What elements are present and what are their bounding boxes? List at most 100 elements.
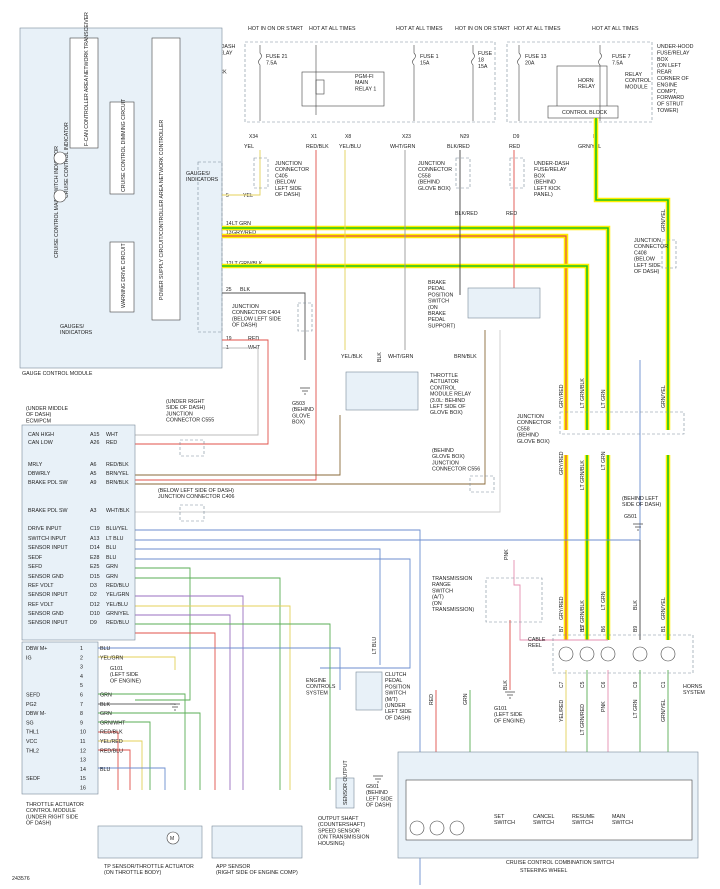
cruise-indicator-label: CRUISE CONTROL INDICATOR bbox=[64, 122, 70, 198]
vertical-wire-labels: GRY/RED LT GRN/BLK LT GRN GRN/YEL GRN/YE… bbox=[341, 209, 667, 705]
label-line: (LEFT SIDE bbox=[494, 712, 523, 718]
label-line: (ON LEFT bbox=[657, 63, 682, 69]
label-line: CLUTCH bbox=[385, 672, 407, 678]
tac-row-wire: RED/BLU bbox=[100, 748, 123, 754]
wire-label-yel-blu: YEL/BLU bbox=[339, 144, 361, 150]
label-line: GLOVE BOX) bbox=[418, 186, 451, 192]
warning-drive-circuit bbox=[109, 241, 135, 313]
combo-switch-lamps bbox=[409, 820, 465, 836]
label-line: BOX bbox=[657, 57, 669, 63]
label-line: THROTTLE bbox=[430, 373, 458, 379]
label-line: (UNDER MIDDLE bbox=[26, 406, 69, 412]
reel-pin-labels: B7 B5 B6 B9 B1 C7 C5 C6 C9 C1 YEL/RED LT… bbox=[559, 626, 667, 735]
steering-wheel-title: STEERING WHEEL bbox=[520, 868, 567, 874]
label-line: CONTROL bbox=[625, 78, 651, 84]
label-line: (BELOW LEFT SIDE bbox=[232, 316, 282, 322]
ecm-row-wire: BRN/YEL bbox=[106, 471, 129, 477]
tac-row-wire: GRN bbox=[100, 711, 112, 717]
label-line: CONNECTOR bbox=[634, 244, 668, 250]
ecm-row-label: REF VOLT bbox=[28, 602, 54, 608]
ecm-row-pin: D14 bbox=[90, 545, 100, 551]
label-line: JUNCTION CONNECTOR C406 bbox=[158, 494, 234, 500]
hot-label-6: HOT AT ALL TIMES bbox=[592, 26, 639, 32]
fuse-symbols bbox=[258, 45, 602, 121]
label-line: SYSTEM bbox=[306, 690, 328, 696]
wire-label-yel: YEL bbox=[244, 144, 254, 150]
ecm-row-wire: WHT bbox=[106, 432, 119, 438]
wire-label-grn-yel: GRN/YEL bbox=[578, 144, 601, 150]
svg-text:GRN/YEL: GRN/YEL bbox=[661, 597, 667, 620]
label-line: 15A bbox=[420, 60, 430, 66]
label-line: LEFT SIDE OF bbox=[430, 404, 466, 410]
terminal-x8: X8 bbox=[345, 134, 351, 140]
junction-connectors bbox=[179, 157, 685, 522]
ecm-row-label: DRIVE INPUT bbox=[28, 526, 62, 532]
g501-label: G501 bbox=[624, 514, 637, 520]
label-line: BOX bbox=[534, 173, 546, 179]
svg-text:C5: C5 bbox=[580, 681, 586, 688]
tac-row-wire: YEL/GRN bbox=[100, 655, 123, 661]
label-line: SWITCH bbox=[428, 299, 449, 305]
gauges-label-2: GAUGES/INDICATORS bbox=[60, 324, 93, 336]
svg-text:RED: RED bbox=[506, 211, 517, 217]
svg-text:B9: B9 bbox=[633, 626, 639, 632]
throttle-relay-box bbox=[345, 371, 419, 411]
label-line: MODULE RELAY bbox=[430, 392, 472, 398]
cable-reel bbox=[552, 634, 694, 674]
svg-text:25: 25 bbox=[226, 287, 232, 293]
label-line: (ON THROTTLE BODY) bbox=[104, 870, 162, 876]
under-dash-fuse-box bbox=[244, 41, 496, 123]
tac-row-label: SG bbox=[26, 720, 34, 726]
label-line: SET bbox=[494, 814, 505, 820]
label-line: TP SENSOR/THROTTLE ACTUATOR bbox=[104, 864, 194, 870]
tac-row-wire: BLU bbox=[100, 767, 110, 773]
label-line: OF DASH) bbox=[366, 803, 392, 809]
label-line: REAR bbox=[657, 70, 672, 76]
ecm-row-wire: GRN bbox=[106, 564, 118, 570]
tac-row-pin: 5 bbox=[80, 683, 83, 689]
svg-text:RED: RED bbox=[429, 694, 435, 705]
cable-reel-coils bbox=[558, 646, 676, 662]
label-line: PGM-FI bbox=[355, 74, 374, 80]
f-can-transceiver bbox=[69, 37, 99, 149]
wire-label-red-blk: RED/BLK bbox=[306, 144, 329, 150]
svg-text:LT GRN: LT GRN bbox=[232, 221, 251, 227]
tac-row-pin: 9 bbox=[80, 720, 83, 726]
label-line: CORNER OF bbox=[657, 76, 690, 82]
label-line: CONNECTOR C555 bbox=[166, 418, 214, 424]
tac-row-wire: GRN bbox=[100, 693, 112, 699]
label-line: (UNDER bbox=[385, 703, 406, 709]
label-line: JUNCTION bbox=[166, 411, 193, 417]
label-line: G101 bbox=[110, 666, 123, 672]
svg-text:GRY/RED: GRY/RED bbox=[559, 384, 565, 408]
label-line: CONNECTOR bbox=[517, 420, 551, 426]
ecm-row-label: SENSOR GND bbox=[28, 574, 64, 580]
label-line: RANGE bbox=[432, 582, 451, 588]
trans-range-label: TRANSMISSIONRANGESWITCH(A/T)(ONTRANSMISS… bbox=[432, 576, 474, 613]
wire-label-wht-grn: WHT/GRN bbox=[390, 144, 415, 150]
label-line: G501 bbox=[366, 784, 379, 790]
svg-text:GRN/YEL: GRN/YEL bbox=[661, 699, 667, 722]
svg-text:RED: RED bbox=[248, 336, 259, 342]
app-sensor-box bbox=[211, 825, 303, 859]
clutch-label: CLUTCHPEDALPOSITIONSWITCH(M/T)(UNDERLEFT… bbox=[385, 672, 412, 721]
highlighted-circuits bbox=[222, 118, 671, 640]
tac-row-label: SEFD bbox=[26, 693, 40, 699]
tac-row-pin: 15 bbox=[80, 776, 86, 782]
tac-row-pin: 14 bbox=[80, 767, 86, 773]
label-line: FORWARD bbox=[657, 95, 684, 101]
label-line: (UNDER RIGHT SIDE bbox=[26, 814, 79, 820]
ecm-row-label: SENSOR GND bbox=[28, 611, 64, 617]
cruise-indicator-lamp-icon bbox=[53, 151, 67, 165]
label-line: POSITION bbox=[428, 292, 453, 298]
ecm-row-pin: A13 bbox=[90, 536, 99, 542]
